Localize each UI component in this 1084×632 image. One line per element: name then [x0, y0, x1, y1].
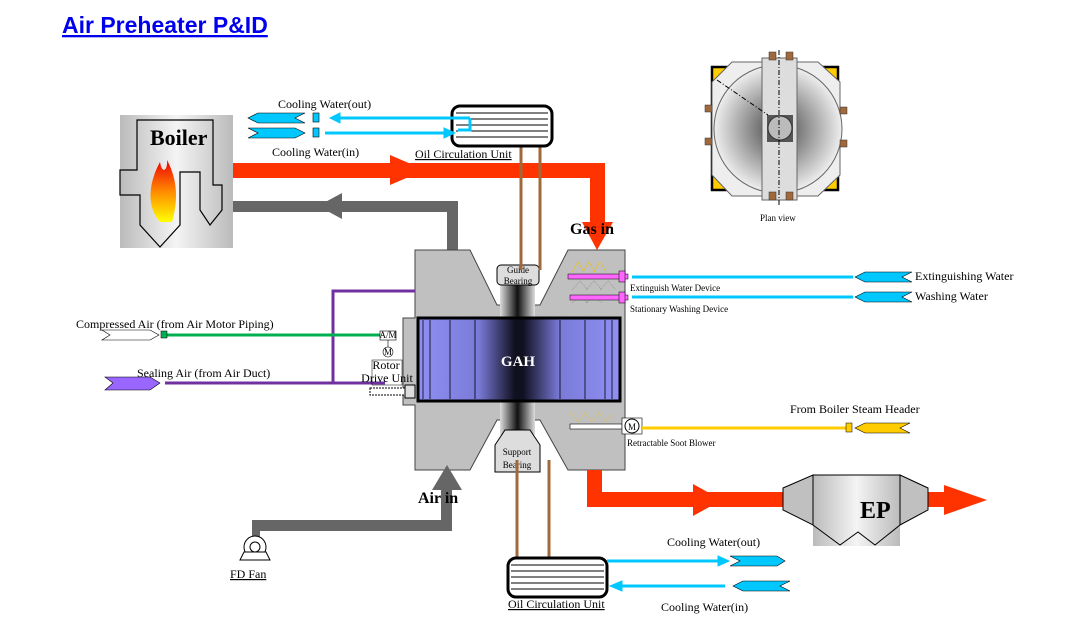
flame-icon: [150, 160, 177, 222]
cooling-water-top: [247, 112, 472, 139]
steam-header-label: From Boiler Steam Header: [790, 402, 920, 416]
motor-icon: [624, 418, 640, 434]
cooling-water-in-bottom-label: Cooling Water(in): [661, 600, 748, 614]
cooling-water-out-top-label: Cooling Water(out): [278, 97, 371, 111]
guide-bearing-label: Bearing: [504, 276, 533, 286]
fd-fan-label: FD Fan: [230, 567, 266, 581]
air-inlet-duct: [252, 465, 462, 540]
page-title: Air Preheater P&ID: [62, 12, 268, 38]
soot-blower: M: [569, 411, 911, 435]
am-label: A/M: [379, 330, 396, 340]
oil-circulation-unit-bottom: [506, 556, 609, 599]
compressed-air-line: [100, 329, 380, 341]
washing-device-label: Stationary Washing Device: [630, 304, 728, 314]
cooling-water-bottom: [607, 555, 791, 592]
motor-label: M: [384, 347, 392, 357]
electrostatic-precipitator: EP: [782, 474, 929, 546]
gas-in-label: Gas in: [570, 221, 614, 238]
oil-unit-bottom-label: Oil Circulation Unit: [508, 597, 605, 611]
gas-outlet-duct: [587, 470, 987, 516]
boiler-label: Boiler: [150, 125, 208, 150]
plan-view: [704, 50, 848, 205]
gas-inlet-duct: [233, 155, 613, 250]
hot-air-duct: [233, 193, 458, 251]
plan-view-label: Plan view: [760, 213, 796, 223]
guide-bearing-label: Guide: [507, 265, 529, 275]
extinguishing-water-label: Extinguishing Water: [915, 269, 1013, 283]
gah-housing: GAH Guide Bearing Support Bearing: [402, 249, 626, 473]
rotor-drive-unit: A/M M Rotor Drive Unit: [361, 330, 416, 399]
soot-blower-label: Retractable Soot Blower: [627, 438, 715, 448]
cooling-water-out-bottom-label: Cooling Water(out): [667, 535, 760, 549]
air-in-label: Air in: [418, 490, 458, 507]
oil-circulation-unit-top: [450, 104, 554, 148]
rotor-drive-label: Rotor: [372, 358, 399, 372]
support-bearing: [494, 429, 541, 473]
support-bearing-label: Support: [503, 447, 532, 457]
cooling-water-in-top-label: Cooling Water(in): [272, 145, 359, 159]
oil-unit-top-label: Oil Circulation Unit: [415, 147, 512, 161]
washing-water-label: Washing Water: [915, 289, 988, 303]
motor-label: M: [628, 422, 636, 432]
extinguishing-water-line: [567, 261, 913, 304]
fd-fan-icon: [239, 535, 271, 561]
ep-label: EP: [860, 498, 891, 524]
guide-bearing: [496, 264, 540, 286]
gah-label: GAH: [501, 354, 536, 370]
boiler: Boiler: [119, 115, 233, 248]
extinguish-device-label: Extinguish Water Device: [630, 283, 720, 293]
sealing-air-label: Sealing Air (from Air Duct): [137, 366, 270, 380]
compressed-air-label: Compressed Air (from Air Motor Piping): [76, 317, 274, 331]
sealing-air-line: [104, 289, 415, 391]
rotor-drive-label: Drive Unit: [361, 371, 413, 385]
gah-rotor: [416, 316, 622, 403]
